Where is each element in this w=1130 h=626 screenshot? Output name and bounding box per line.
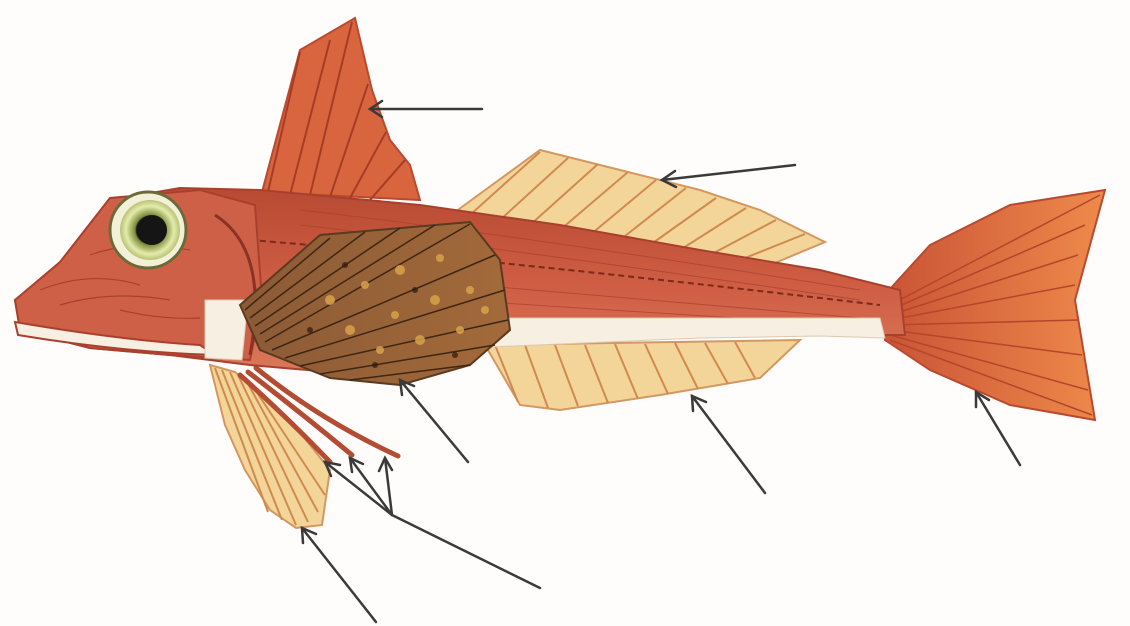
arrow-first-dorsal-fin (370, 101, 482, 117)
arrow-pectoral-fin (400, 380, 468, 462)
anal-fin (485, 340, 800, 410)
arrow-second-dorsal-fin (662, 165, 795, 187)
caudal-fin (880, 190, 1105, 420)
eye (110, 192, 186, 268)
arrow-pelvic-fin (302, 528, 376, 622)
arrow-anal-fin (692, 396, 765, 493)
arrow-free-pectoral-rays (325, 458, 540, 588)
